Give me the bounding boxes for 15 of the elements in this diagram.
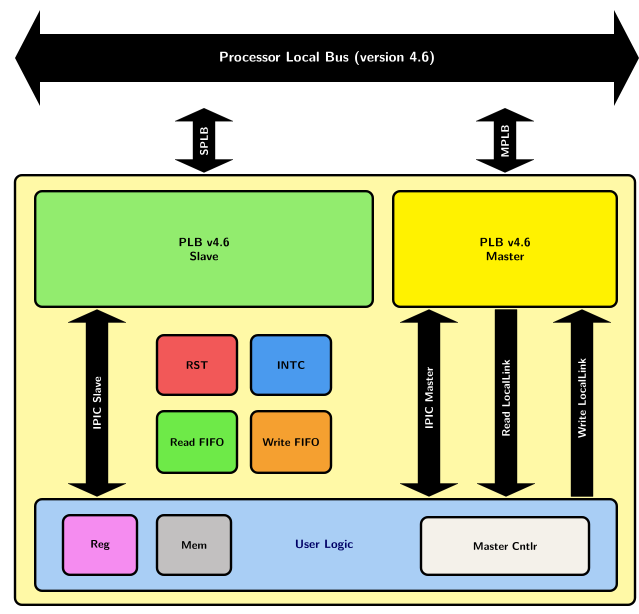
rst-box: RST [156,334,238,396]
edge-label: SPLB [198,126,210,156]
edge-label: Write LocalLink [577,356,587,440]
intc-box: INTC [250,334,332,396]
fifo-box: Read FIFO [156,410,238,474]
edge-label: MPLB [500,124,510,158]
reg-box: Reg [62,514,138,576]
edge-label: IPIC Master [424,366,434,430]
edge-label: Read LocalLink [501,358,511,438]
fifo-box: Write FIFO [250,410,332,474]
slave-box: PLB v4.6 Slave [34,190,374,308]
bus-arrow [68,309,126,497]
master-controller-box: Master Cntlr [420,516,590,576]
master-box: PLB v4.6 Master [392,190,618,308]
mem-box: Mem [156,514,232,576]
